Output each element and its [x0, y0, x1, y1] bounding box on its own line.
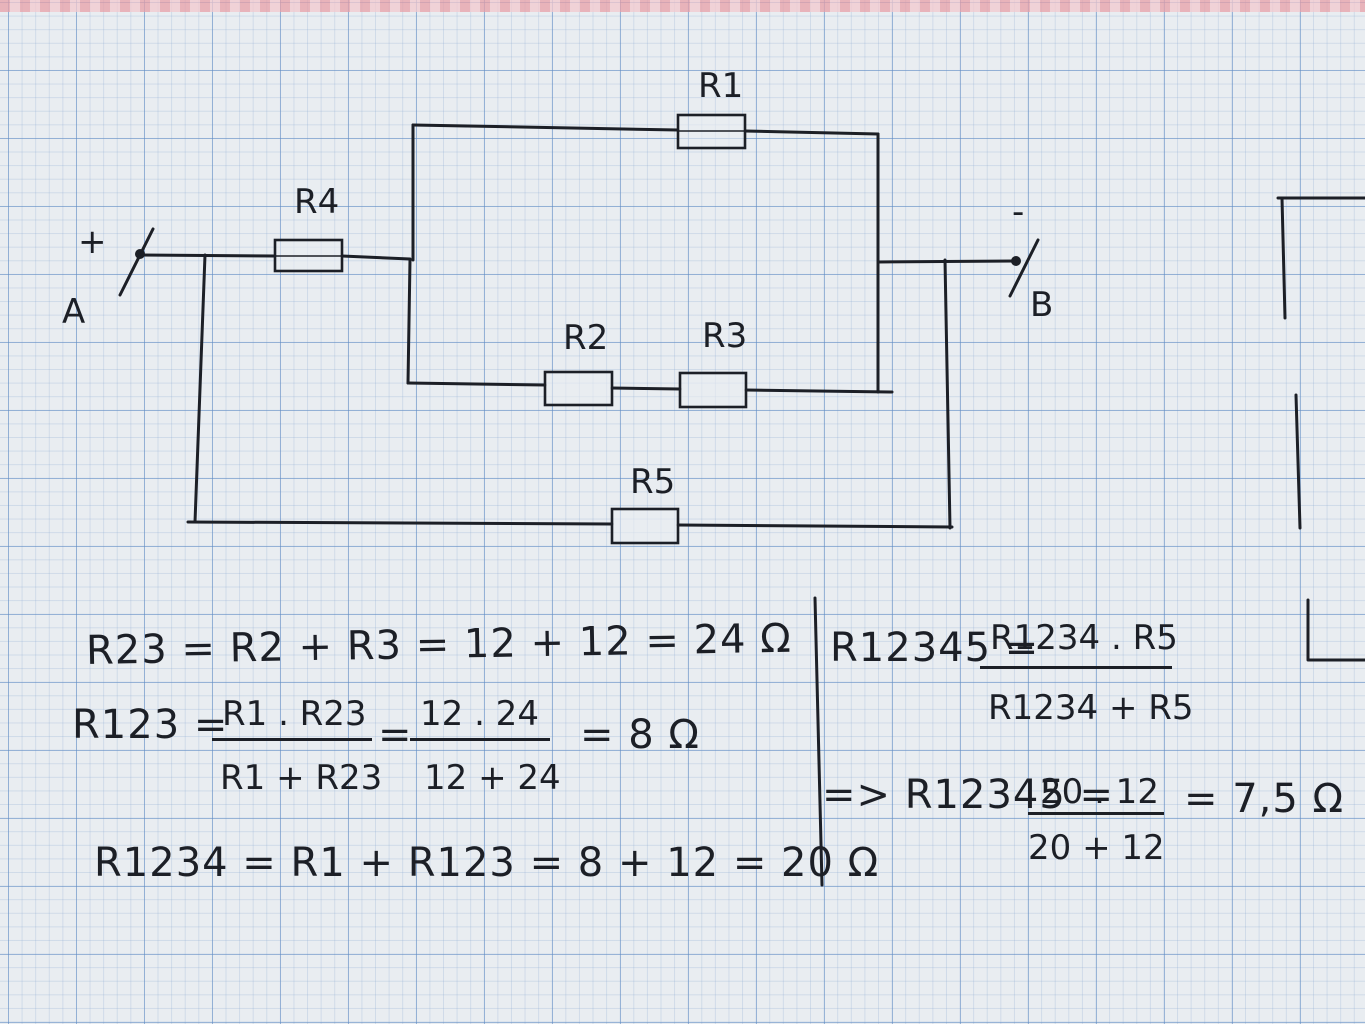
resistor-r5 [610, 507, 680, 545]
calc-r123-lhs: R123 = [72, 702, 229, 748]
label-plus: + [78, 222, 107, 262]
wire-outer-bottom-right [676, 523, 954, 529]
calc-r123-num2: 12 . 24 [420, 694, 539, 734]
calc-r123-result: = 8 Ω [580, 712, 700, 758]
wire-r2-r3 [610, 386, 682, 391]
calc-r123-den2: 12 + 24 [424, 758, 561, 798]
calc-r123-den1: R1 + R23 [220, 758, 383, 798]
calc-r12345-lhs: R12345 = [830, 625, 1040, 671]
edge-sketch-left [1280, 196, 1287, 320]
calc-r123-rule1 [212, 738, 372, 741]
label-r5: R5 [630, 462, 676, 502]
calc-r12345-num1: R1234 . R5 [990, 618, 1178, 658]
wires [118, 123, 1365, 662]
label-r2: R2 [563, 318, 609, 358]
label-terminal-a: A [62, 292, 86, 332]
label-minus: - [1012, 192, 1025, 232]
terminal-b-dot [1011, 256, 1021, 266]
wire-top-left [411, 123, 680, 132]
calc-r12345-den1: R1234 + R5 [988, 688, 1194, 728]
label-terminal-b: B [1030, 285, 1054, 325]
calc-r123-eq: = [378, 712, 413, 758]
wire-bottom-right [744, 388, 894, 394]
calc-r12345b-result: = 7,5 Ω [1184, 776, 1345, 822]
terminal-b-stroke [1008, 238, 1040, 298]
wire-bottom-left [406, 381, 547, 387]
calc-r12345b-den: 20 + 12 [1028, 828, 1165, 868]
calc-divider [813, 596, 824, 887]
terminal-a-stroke [118, 227, 155, 297]
calc-r1234-line: R1234 = R1 + R123 = 8 + 12 = 20 Ω [94, 840, 880, 886]
edge-sketch-bottom [1306, 598, 1365, 662]
calc-r123-num1: R1 . R23 [222, 694, 367, 734]
wire-r4-node [340, 254, 412, 261]
wire-outer-bottom-left [186, 520, 614, 526]
resistor-r3 [678, 371, 748, 409]
label-r1: R1 [698, 66, 744, 106]
calc-r12345b-lhs: => R12345 = [822, 772, 1115, 818]
wire-a-r4 [138, 253, 277, 258]
edge-sketch-mid [1294, 393, 1302, 530]
wire-left-lower [406, 258, 412, 385]
page-top-edge [0, 0, 1365, 12]
label-r3: R3 [702, 316, 748, 356]
calc-r12345-rule1 [980, 666, 1172, 669]
resistor-r2 [543, 370, 614, 407]
calc-r12345b-num: 20 . 12 [1040, 772, 1159, 812]
terminal-a-dot [135, 249, 145, 259]
wire-top-right [743, 129, 880, 136]
wire-outer-left [193, 253, 207, 524]
label-r4: R4 [294, 182, 340, 222]
calc-r12345b-rule [1028, 812, 1164, 815]
calc-r123-rule2 [410, 738, 550, 741]
wire-outer-right [943, 258, 952, 530]
